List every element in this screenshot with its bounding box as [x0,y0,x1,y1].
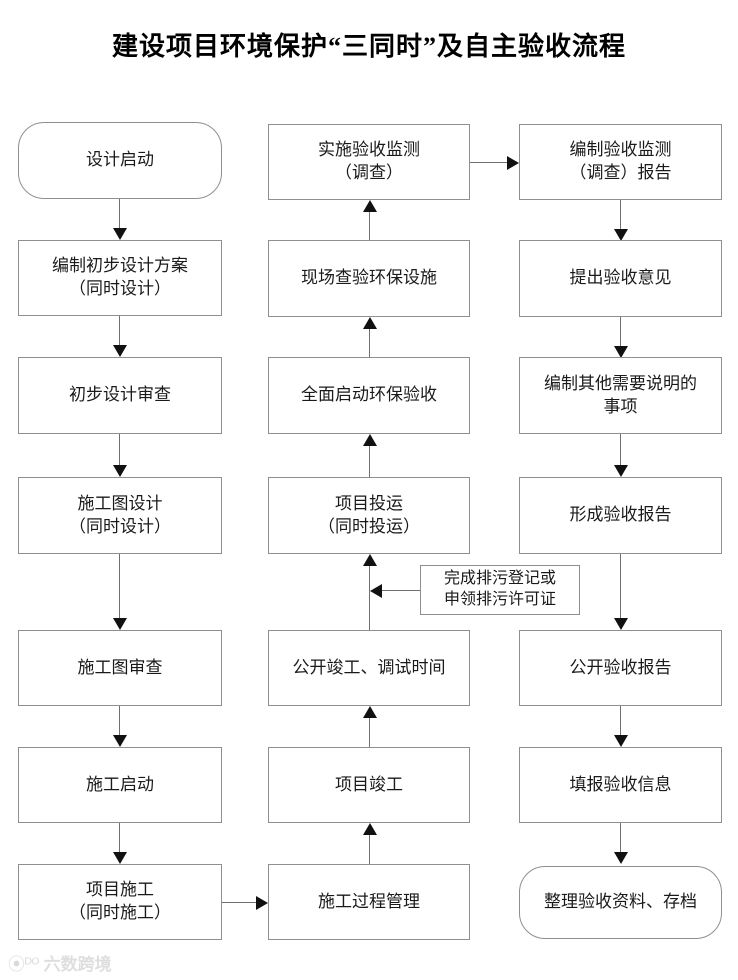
note-discharge-permit[interactable]: 完成排污登记或 申领排污许可证 [420,565,580,615]
arrow-up-c2-7-6 [363,823,377,835]
connector-c3-1-2 [620,200,621,229]
arrow-left-note [370,584,382,598]
connector-c1-2-3 [119,316,120,345]
connector-c3-4-5 [620,554,621,618]
node-acceptance-report-preparation[interactable]: 编制验收监测 （调查）报告 [519,124,722,200]
node-archive-acceptance-materials[interactable]: 整理验收资料、存档 [519,866,722,939]
node-project-operation[interactable]: 项目投运 （同时投运） [268,477,470,554]
connector-c2-7-6 [369,835,370,864]
node-onsite-inspection-facilities[interactable]: 现场查验环保设施 [268,240,470,317]
connector-c3-3-4 [620,434,621,465]
arrow-up-c2-4-3 [363,434,377,446]
connector-c1-6-7 [119,823,120,852]
connector-c2-3-2 [369,329,370,357]
arrow-down-c1-2-3 [113,345,127,357]
node-construction-process-management[interactable]: 施工过程管理 [268,864,470,940]
arrow-down-c3-5-6 [614,735,628,747]
node-preliminary-design-review[interactable]: 初步设计审查 [18,357,222,434]
node-form-acceptance-report[interactable]: 形成验收报告 [519,477,722,554]
node-design-start[interactable]: 设计启动 [18,122,222,199]
arrow-down-c1-1-2 [113,228,127,240]
node-construction-drawing-design[interactable]: 施工图设计 （同时设计） [18,477,222,554]
arrow-up-c2-6-5 [363,706,377,718]
arrow-down-c1-6-7 [113,852,127,864]
connector-c1-1-2 [119,199,120,228]
arrow-up-c2-2-1 [363,200,377,212]
arrow-down-c3-4-5 [614,618,628,630]
node-project-construction[interactable]: 项目施工 （同时施工） [18,864,222,940]
watermark-logo-icon: ⦿ᴰᴼ [8,955,40,975]
connector-c1-3-4 [119,434,120,465]
node-publish-completion-time[interactable]: 公开竣工、调试时间 [268,630,470,706]
arrow-right-c2-to-c3 [507,156,519,170]
arrow-down-c1-3-4 [113,465,127,477]
node-prepare-preliminary-design[interactable]: 编制初步设计方案 （同时设计） [18,240,222,316]
node-publish-acceptance-report[interactable]: 公开验收报告 [519,630,722,706]
watermark-text: 六数跨境 [43,955,112,974]
connector-c3-2-3 [620,317,621,346]
arrow-down-c3-1-2 [614,229,628,241]
watermark: ⦿ᴰᴼ 六数跨境 [8,950,112,975]
arrow-down-c3-6-7 [614,852,628,864]
connector-c1-7-to-c2-7 [222,902,262,903]
node-project-completion[interactable]: 项目竣工 [268,747,470,823]
arrow-right-c1-to-c2 [256,896,268,910]
connector-c2-6-5 [369,718,370,747]
node-report-acceptance-info[interactable]: 填报验收信息 [519,747,722,823]
connector-note-to-c2 [382,590,420,591]
connector-c2-2-1 [369,212,370,240]
page-title: 建设项目环境保护“三同时”及自主验收流程 [111,32,626,61]
arrow-up-c2-5-4 [363,554,377,566]
connector-c2-5-4 [369,566,370,630]
connector-c2-1-to-c3-1 [470,162,507,163]
connector-c1-4-5 [119,554,120,618]
arrow-down-c1-5-6 [113,735,127,747]
node-construction-drawing-review[interactable]: 施工图审查 [18,630,222,706]
arrow-down-c3-3-4 [614,465,628,477]
node-construction-start[interactable]: 施工启动 [18,747,222,823]
node-acceptance-monitoring[interactable]: 实施验收监测 （调查） [268,124,470,200]
node-full-acceptance-start[interactable]: 全面启动环保验收 [268,357,470,434]
node-issue-acceptance-opinion[interactable]: 提出验收意见 [519,240,722,317]
connector-c3-6-7 [620,823,621,852]
connector-c3-5-6 [620,706,621,735]
arrow-down-c3-2-3 [614,346,628,358]
arrow-up-c2-3-2 [363,317,377,329]
arrow-down-c1-4-5 [113,618,127,630]
connector-c1-5-6 [119,706,120,735]
node-other-explanations[interactable]: 编制其他需要说明的 事项 [519,357,722,434]
connector-c2-4-3 [369,446,370,477]
